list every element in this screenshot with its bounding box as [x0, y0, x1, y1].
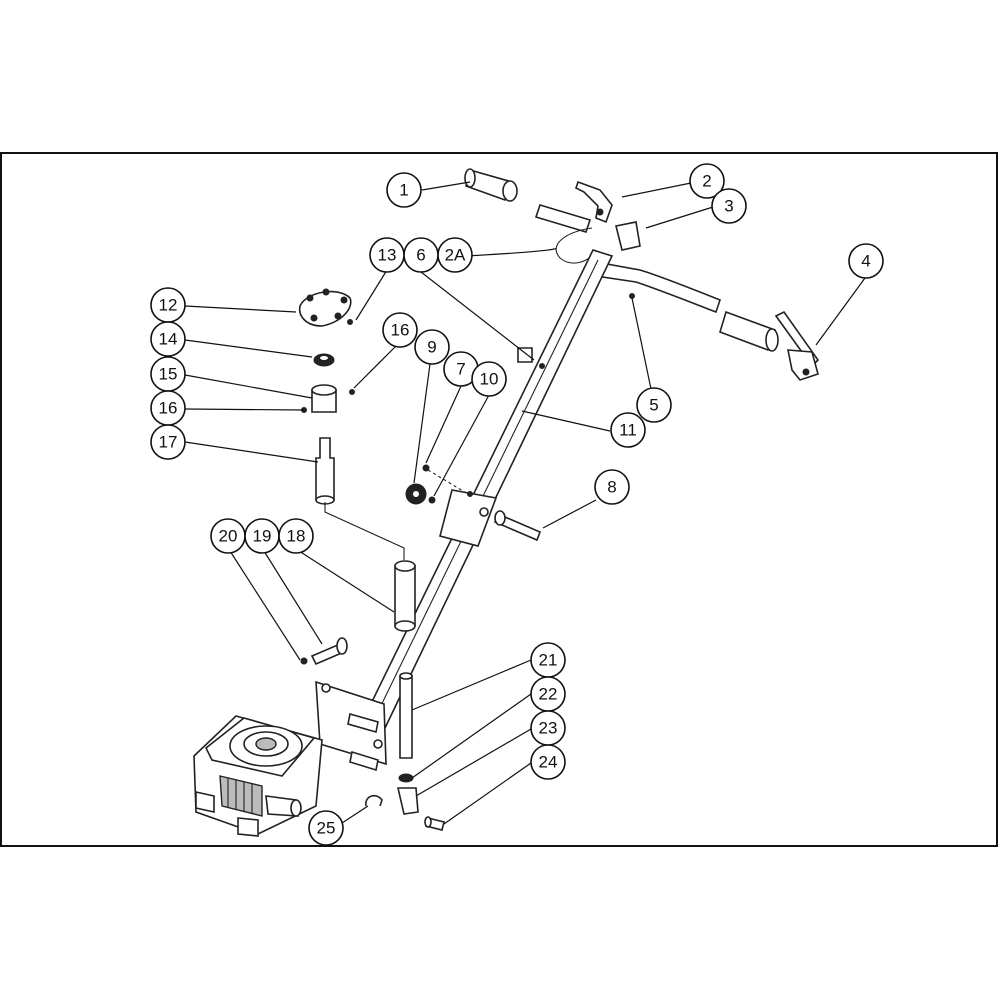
callout-22: 22: [530, 676, 566, 712]
callout-24: 24: [530, 744, 566, 780]
svg-text:9: 9: [427, 338, 436, 357]
callout-21: 21: [530, 642, 566, 678]
callout-5: 5: [636, 387, 672, 423]
callout-11: 11: [610, 412, 646, 448]
sprocket: [405, 464, 473, 505]
bolt-19: [300, 637, 348, 666]
callout-12: 12: [150, 287, 186, 323]
svg-text:24: 24: [539, 753, 558, 772]
svg-text:20: 20: [219, 527, 238, 546]
callout-13: 13: [369, 237, 405, 273]
handlebar-assembly: [464, 168, 820, 381]
gearbox: [193, 715, 323, 837]
callout-3: 3: [711, 188, 747, 224]
svg-text:2: 2: [702, 172, 711, 191]
left-grip: [464, 168, 518, 202]
svg-text:7: 7: [456, 360, 465, 379]
svg-text:19: 19: [253, 527, 272, 546]
svg-text:11: 11: [619, 421, 637, 440]
svg-text:10: 10: [480, 370, 499, 389]
brake-lever: [575, 180, 613, 224]
svg-text:6: 6: [416, 246, 425, 265]
tube-18: [394, 560, 416, 632]
svg-text:3: 3: [724, 197, 733, 216]
rod-21: [396, 672, 445, 831]
callout-18: 18: [278, 518, 314, 554]
bolt-8: [493, 510, 542, 542]
callout-6: 6: [403, 237, 439, 273]
callout-9: 9: [414, 329, 450, 365]
callout-14: 14: [150, 321, 186, 357]
bar-clamp: [615, 221, 641, 251]
svg-text:8: 8: [607, 478, 616, 497]
knob-assembly: [298, 288, 405, 560]
svg-text:18: 18: [287, 527, 306, 546]
callout-15: 15: [150, 356, 186, 392]
svg-text:5: 5: [649, 396, 658, 415]
callout-2a: 2A: [437, 237, 473, 273]
callout-2: 2: [689, 163, 725, 199]
callout-19: 19: [244, 518, 280, 554]
svg-text:15: 15: [159, 365, 178, 384]
diagram-frame: [0, 152, 998, 847]
svg-text:22: 22: [539, 685, 558, 704]
callout-20: 20: [210, 518, 246, 554]
callout-17: 17: [150, 424, 186, 460]
svg-text:1: 1: [399, 181, 408, 200]
callout-25: 25: [308, 810, 344, 846]
mounting-plate: [315, 680, 387, 772]
svg-text:21: 21: [539, 651, 558, 670]
leader-lines: [184, 181, 866, 825]
svg-text:2A: 2A: [445, 246, 466, 265]
callout-16-lower: 16: [150, 390, 186, 426]
callout-23: 23: [530, 710, 566, 746]
callout-8: 8: [594, 469, 630, 505]
callout-16-upper: 16: [382, 312, 418, 348]
throttle-lever: [774, 310, 820, 381]
callout-10: 10: [471, 361, 507, 397]
svg-text:13: 13: [378, 246, 397, 265]
svg-text:16: 16: [391, 321, 410, 340]
shaft-bracket: [439, 489, 498, 547]
svg-text:14: 14: [159, 330, 178, 349]
svg-text:16: 16: [159, 399, 178, 418]
svg-text:25: 25: [317, 819, 336, 838]
svg-text:17: 17: [159, 433, 178, 452]
callout-1: 1: [386, 172, 422, 208]
callout-4: 4: [848, 243, 884, 279]
svg-text:23: 23: [539, 719, 558, 738]
svg-text:12: 12: [159, 296, 178, 315]
svg-text:4: 4: [861, 252, 870, 271]
pin-25: [365, 794, 383, 807]
